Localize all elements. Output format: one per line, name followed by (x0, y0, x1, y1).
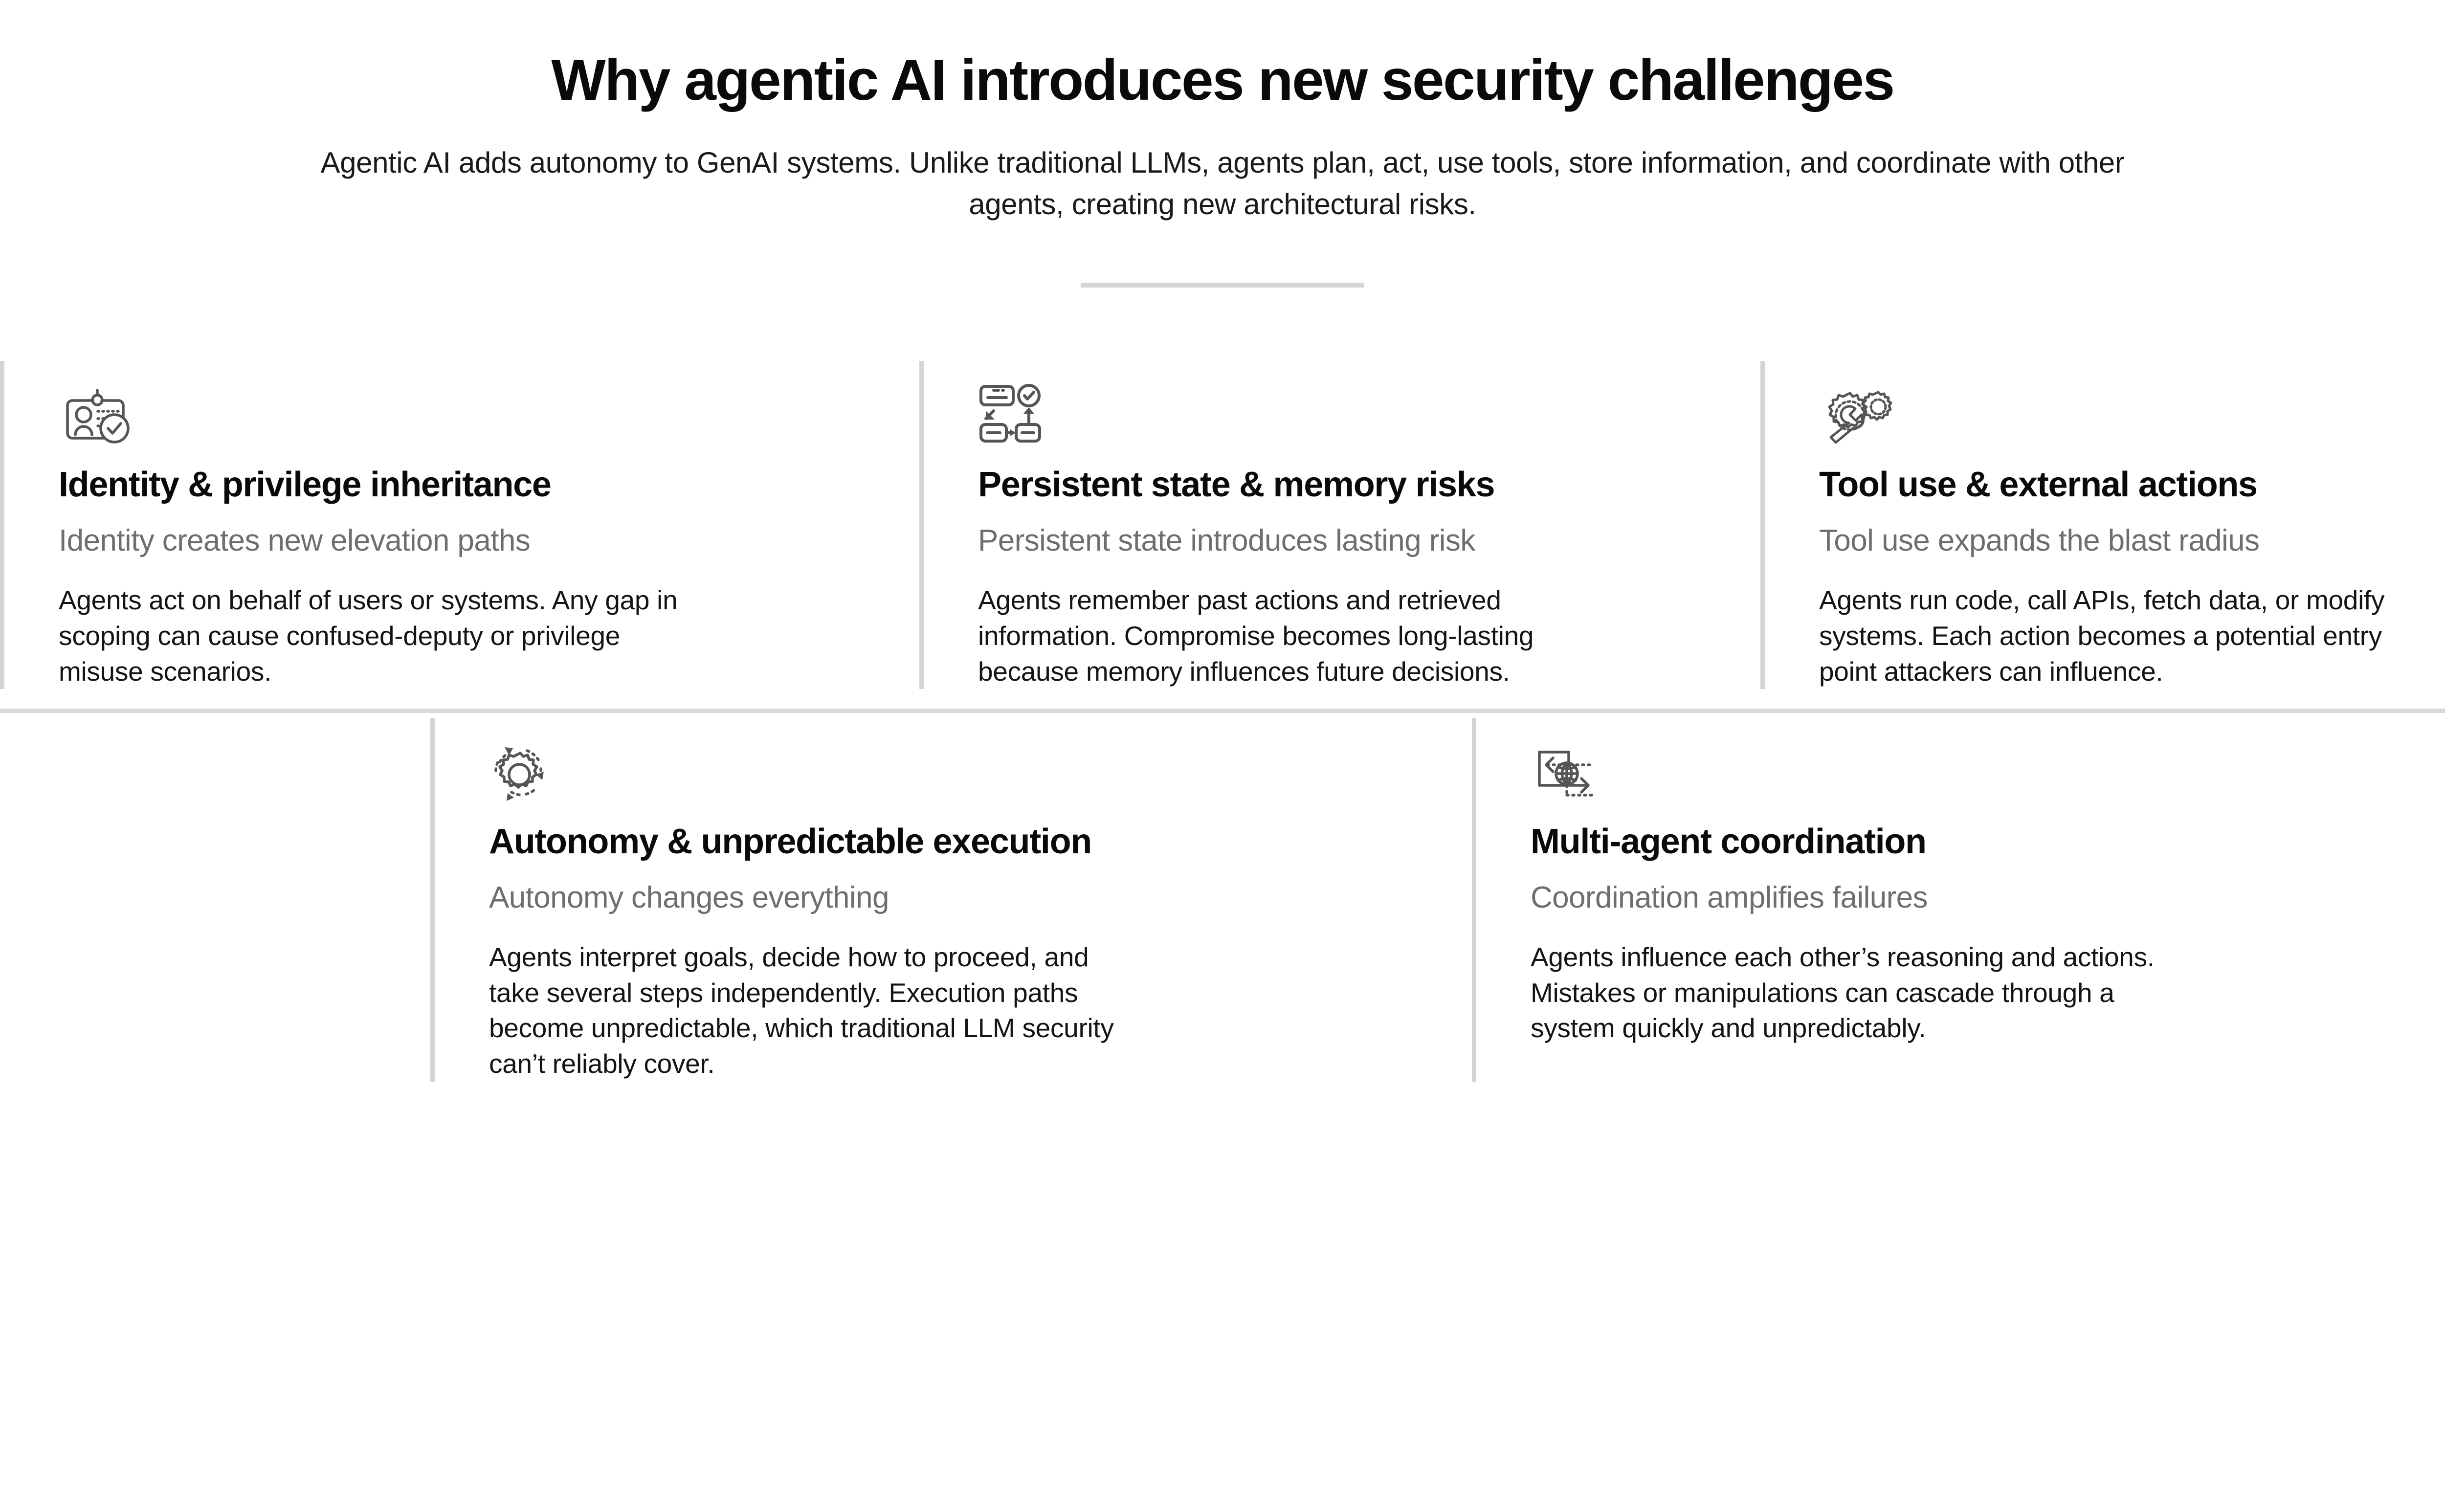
card-subtitle: Autonomy changes everything (489, 880, 889, 914)
process-flow-check-icon (978, 371, 1702, 444)
row-divider (0, 709, 2445, 713)
column-divider (1472, 718, 1476, 1082)
card-title: Tool use & external actions (1819, 465, 2258, 505)
card-identity-privilege[interactable]: Identity & privilege inheritance Identit… (0, 356, 919, 689)
card-body: Agents run code, call APIs, fetch data, … (1819, 585, 2385, 687)
card-subtitle: Coordination amplifies failures (1531, 880, 1928, 914)
card-title: Multi-agent coordination (1531, 822, 1927, 862)
card-title: Persistent state & memory risks (978, 465, 1495, 505)
card-body: Agents interpret goals, decide how to pr… (489, 942, 1114, 1079)
card-tool-use[interactable]: Tool use & external actions Tool use exp… (1760, 356, 2445, 689)
card-subtitle: Tool use expands the blast radius (1819, 523, 2260, 557)
card-persistent-state[interactable]: Persistent state & memory risks Persiste… (919, 356, 1760, 689)
card-title: Autonomy & unpredictable execution (489, 822, 1092, 862)
header-divider (1081, 283, 1364, 288)
grid-spacer (0, 713, 430, 1082)
column-divider (430, 718, 435, 1082)
globe-exchange-icon (1531, 728, 2386, 801)
column-divider (1760, 361, 1765, 689)
wrench-gears-icon (1819, 371, 2386, 444)
column-divider (919, 361, 924, 689)
card-body: Agents remember past actions and retriev… (978, 585, 1534, 687)
card-title: Identity & privilege inheritance (59, 465, 552, 505)
card-subtitle: Identity creates new elevation paths (59, 523, 531, 557)
card-subtitle: Persistent state introduces lasting risk (978, 523, 1475, 557)
card-body: Agents influence each other’s reasoning … (1531, 942, 2155, 1044)
card-multi-agent[interactable]: Multi-agent coordination Coordination am… (1472, 713, 2445, 1082)
header-divider-wrap (0, 283, 2445, 288)
rotating-gear-icon (489, 728, 1413, 801)
page-title: Why agentic AI introduces new security c… (551, 48, 1895, 112)
column-divider (0, 361, 4, 689)
cards-row-bottom: Autonomy & unpredictable execution Auton… (0, 713, 2445, 1082)
card-autonomy[interactable]: Autonomy & unpredictable execution Auton… (430, 713, 1472, 1082)
page-header: Why agentic AI introduces new security c… (0, 0, 2445, 288)
id-badge-check-icon (59, 371, 861, 444)
card-body: Agents act on behalf of users or systems… (59, 585, 678, 687)
page-subtitle: Agentic AI adds autonomy to GenAI system… (320, 146, 2125, 221)
cards-row-top: Identity & privilege inheritance Identit… (0, 356, 2445, 689)
